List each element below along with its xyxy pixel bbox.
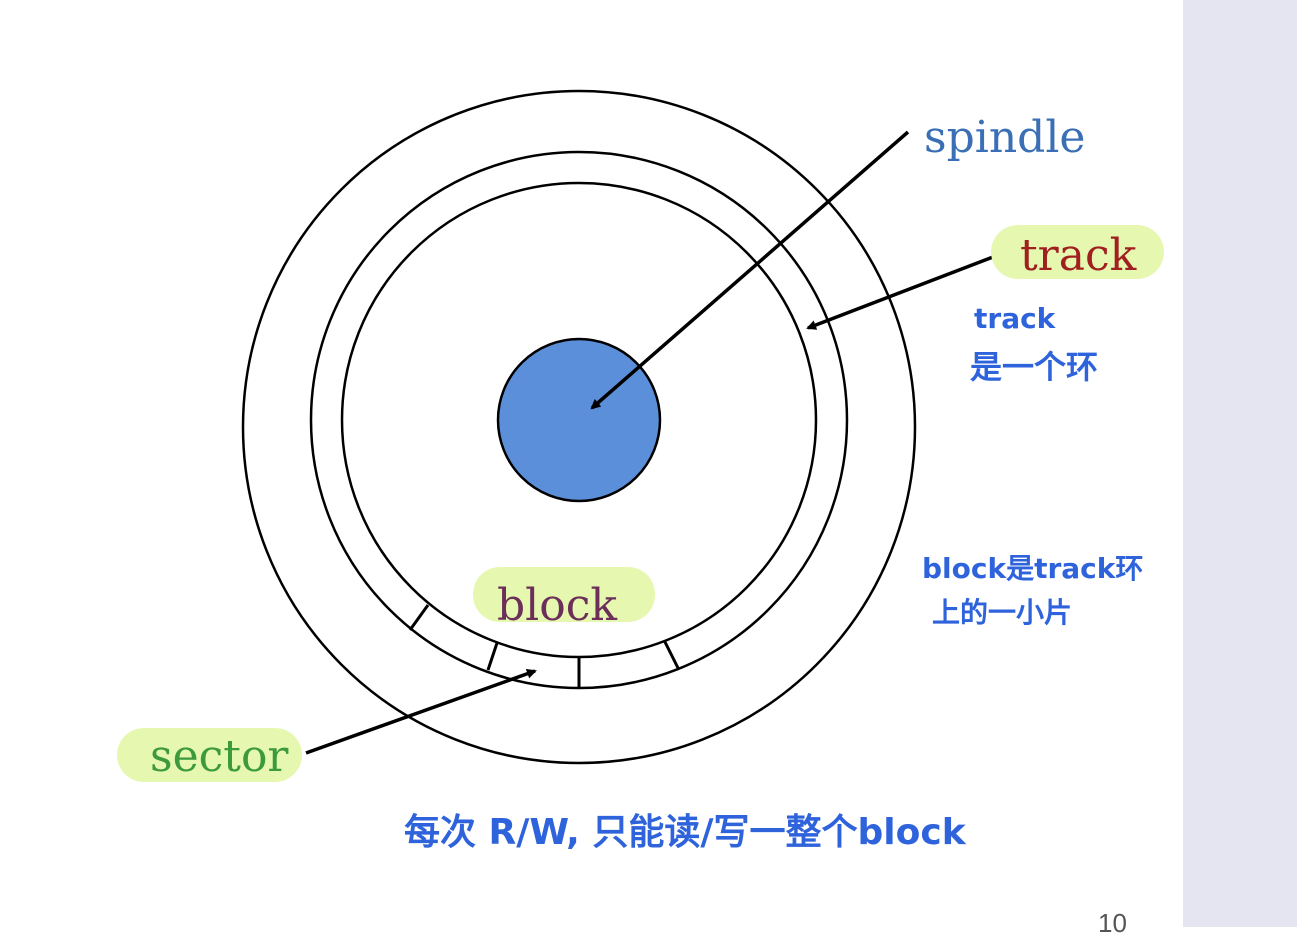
track-note-line1: track	[974, 302, 1057, 335]
block-note-line2: 上的一小片	[932, 596, 1072, 629]
block-note-line1: block是track环	[922, 552, 1143, 585]
track-note-line2: 是一个环	[970, 348, 1098, 386]
track-arrow	[806, 250, 1007, 330]
disk-diagram: spindle track block sector track 是一个环 bl…	[117, 89, 1164, 853]
side-panel	[1183, 0, 1297, 927]
slide: spindle track block sector track 是一个环 bl…	[117, 89, 1164, 938]
sector-highlight	[117, 728, 302, 782]
page-number: 10	[1098, 908, 1127, 938]
spindle-circle	[496, 337, 662, 503]
block-label: block	[497, 580, 617, 631]
track-label: track	[1020, 230, 1137, 281]
sector-label: sector	[150, 731, 289, 782]
sector-divider	[663, 641, 680, 669]
sector-arrow	[305, 668, 537, 755]
block-highlight	[473, 567, 655, 622]
spindle-label: spindle	[924, 112, 1085, 163]
sector-divider	[408, 604, 430, 631]
sector-divider	[486, 642, 499, 671]
spindle-arrow	[590, 130, 910, 410]
bottom-note: 每次 R/W, 只能读/写一整个block	[404, 812, 967, 853]
outer-platter-circle	[241, 89, 917, 765]
track-highlight	[991, 225, 1164, 279]
